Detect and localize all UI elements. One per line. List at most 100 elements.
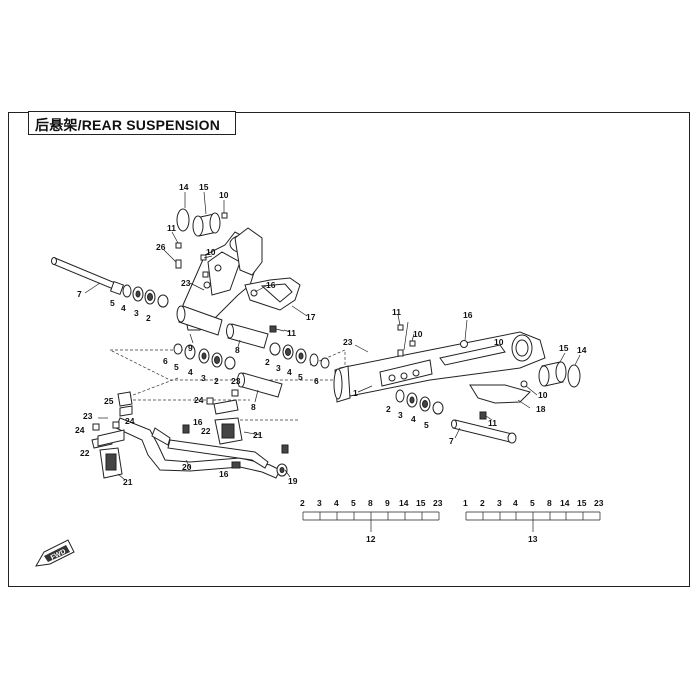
- callout-4-mid-left: 4: [188, 367, 193, 377]
- diagram-frame: [8, 112, 690, 587]
- callout-8-upper: 8: [235, 345, 240, 355]
- right-arm-bolts: [397, 324, 528, 420]
- callout-11-right: 11: [392, 307, 401, 317]
- callout-2-mid-right: 2: [265, 357, 270, 367]
- callout-3-left: 3: [134, 308, 139, 318]
- callout-22-right: 22: [201, 426, 211, 436]
- callout-23-right: 23: [343, 337, 353, 347]
- callout-23-mid: 23: [231, 376, 241, 386]
- callout-25: 25: [104, 396, 114, 406]
- fwd-arrow-icon: FWD: [35, 539, 75, 567]
- callout-7-left: 7: [77, 289, 82, 299]
- callout-3-right: 3: [398, 410, 403, 420]
- kit-13-bracket: 1 2 3 4 5 8 14 15 23 13: [463, 498, 604, 544]
- callout-26: 26: [156, 242, 166, 252]
- callout-24-stab-left: 24: [75, 425, 85, 435]
- kit12-item-8: 15: [416, 498, 426, 508]
- kit-12-bracket: 2 3 4 5 8 9 14 15 23 12: [300, 498, 443, 544]
- title-box: 后悬架/REAR SUSPENSION: [28, 111, 236, 135]
- kit12-item-6: 9: [385, 498, 390, 508]
- bearing-stack-right-arm: [395, 389, 444, 415]
- bolt-24-left: [92, 421, 120, 431]
- callout-3-mid-right: 3: [276, 363, 281, 373]
- kit13-item-6: 8: [547, 498, 552, 508]
- bushing-15-right: [538, 361, 567, 387]
- callout-10-top: 10: [219, 190, 229, 200]
- callout-10-right-low: 10: [538, 390, 548, 400]
- bushing-15-left: [192, 212, 221, 237]
- kit13-item-5: 5: [530, 498, 535, 508]
- callout-24-stab-mid: 24: [125, 416, 135, 426]
- right-arm-bracket-18: [469, 384, 531, 404]
- kit12-label: 12: [366, 534, 376, 544]
- kit13-item-2: 2: [480, 498, 485, 508]
- kit12-item-1: 2: [300, 498, 305, 508]
- callout-18: 18: [536, 404, 546, 414]
- callout-3-mid-left: 3: [201, 373, 206, 383]
- callout-22-left: 22: [80, 448, 90, 458]
- callout-23-bracket: 23: [181, 278, 191, 288]
- callout-2-left: 2: [146, 313, 151, 323]
- callout-1: 1: [353, 388, 358, 398]
- leader-lines: [84, 191, 581, 481]
- diagram-title: 后悬架/REAR SUSPENSION: [35, 117, 221, 133]
- bearing-stack-right: [269, 342, 330, 369]
- kit12-item-4: 5: [351, 498, 356, 508]
- callout-10-right-end: 10: [494, 337, 504, 347]
- link-bushing-right: [213, 399, 243, 445]
- callout-10-bracket: 10: [206, 247, 216, 257]
- callout-21-left: 21: [123, 477, 133, 487]
- tube-8-upper: [226, 323, 269, 349]
- right-swing-arm: [333, 331, 546, 403]
- callout-11-right-low: 11: [488, 418, 497, 428]
- shaft-7-right: [451, 419, 517, 444]
- bearing-stack-middle: [173, 343, 236, 370]
- callout-7-right: 7: [449, 436, 454, 446]
- bolt-16-stab: [182, 424, 241, 469]
- callout-17: 17: [306, 312, 316, 322]
- kit12-item-2: 3: [317, 498, 322, 508]
- kit13-item-8: 15: [577, 498, 587, 508]
- callout-19: 19: [288, 476, 298, 486]
- tube-8-lower: [237, 372, 283, 398]
- callout-20: 20: [182, 462, 192, 472]
- callout-16-stab-left: 16: [193, 417, 203, 427]
- callout-11-mid: 11: [287, 328, 296, 338]
- end-link-19: [276, 444, 289, 477]
- callout-4-mid-right: 4: [287, 367, 292, 377]
- callout-2-mid-left: 2: [214, 376, 219, 386]
- callout-5-right: 5: [424, 420, 429, 430]
- callout-16-right: 16: [463, 310, 473, 320]
- callout-5-mid-right: 5: [298, 372, 303, 382]
- callout-5-mid-left: 5: [174, 362, 179, 372]
- kit13-label: 13: [528, 534, 538, 544]
- link-25: [117, 391, 133, 417]
- snap-ring-14-right: [567, 364, 581, 388]
- bolt-24-right: [206, 389, 239, 405]
- callout-21-right: 21: [253, 430, 263, 440]
- callout-16-bracket: 16: [266, 280, 276, 290]
- stabilizer-bar-20: [115, 417, 281, 479]
- callout-5-left: 5: [110, 298, 115, 308]
- kit13-item-1: 1: [463, 498, 468, 508]
- callout-16-stab-right: 16: [219, 469, 229, 479]
- shaft-7-left: [51, 257, 125, 296]
- clamp-22-left: [97, 429, 125, 447]
- left-swing-arm-bracket: [182, 227, 301, 331]
- snap-ring-14-left: [176, 208, 190, 232]
- callout-15-left: 15: [199, 182, 209, 192]
- kit12-item-5: 8: [368, 498, 373, 508]
- callout-11-left: 11: [167, 223, 176, 233]
- callout-6-mid-right: 6: [314, 376, 319, 386]
- callout-14-left: 14: [179, 182, 189, 192]
- kit12-item-7: 14: [399, 498, 409, 508]
- bracket-bolts: [175, 212, 228, 278]
- callout-14-right: 14: [577, 345, 587, 355]
- callout-4-right: 4: [411, 414, 416, 424]
- callout-6-mid-left: 6: [163, 356, 168, 366]
- kit13-item-4: 4: [513, 498, 518, 508]
- callout-9: 9: [188, 343, 193, 353]
- kit12-item-9: 23: [433, 498, 443, 508]
- kit13-item-9: 23: [594, 498, 604, 508]
